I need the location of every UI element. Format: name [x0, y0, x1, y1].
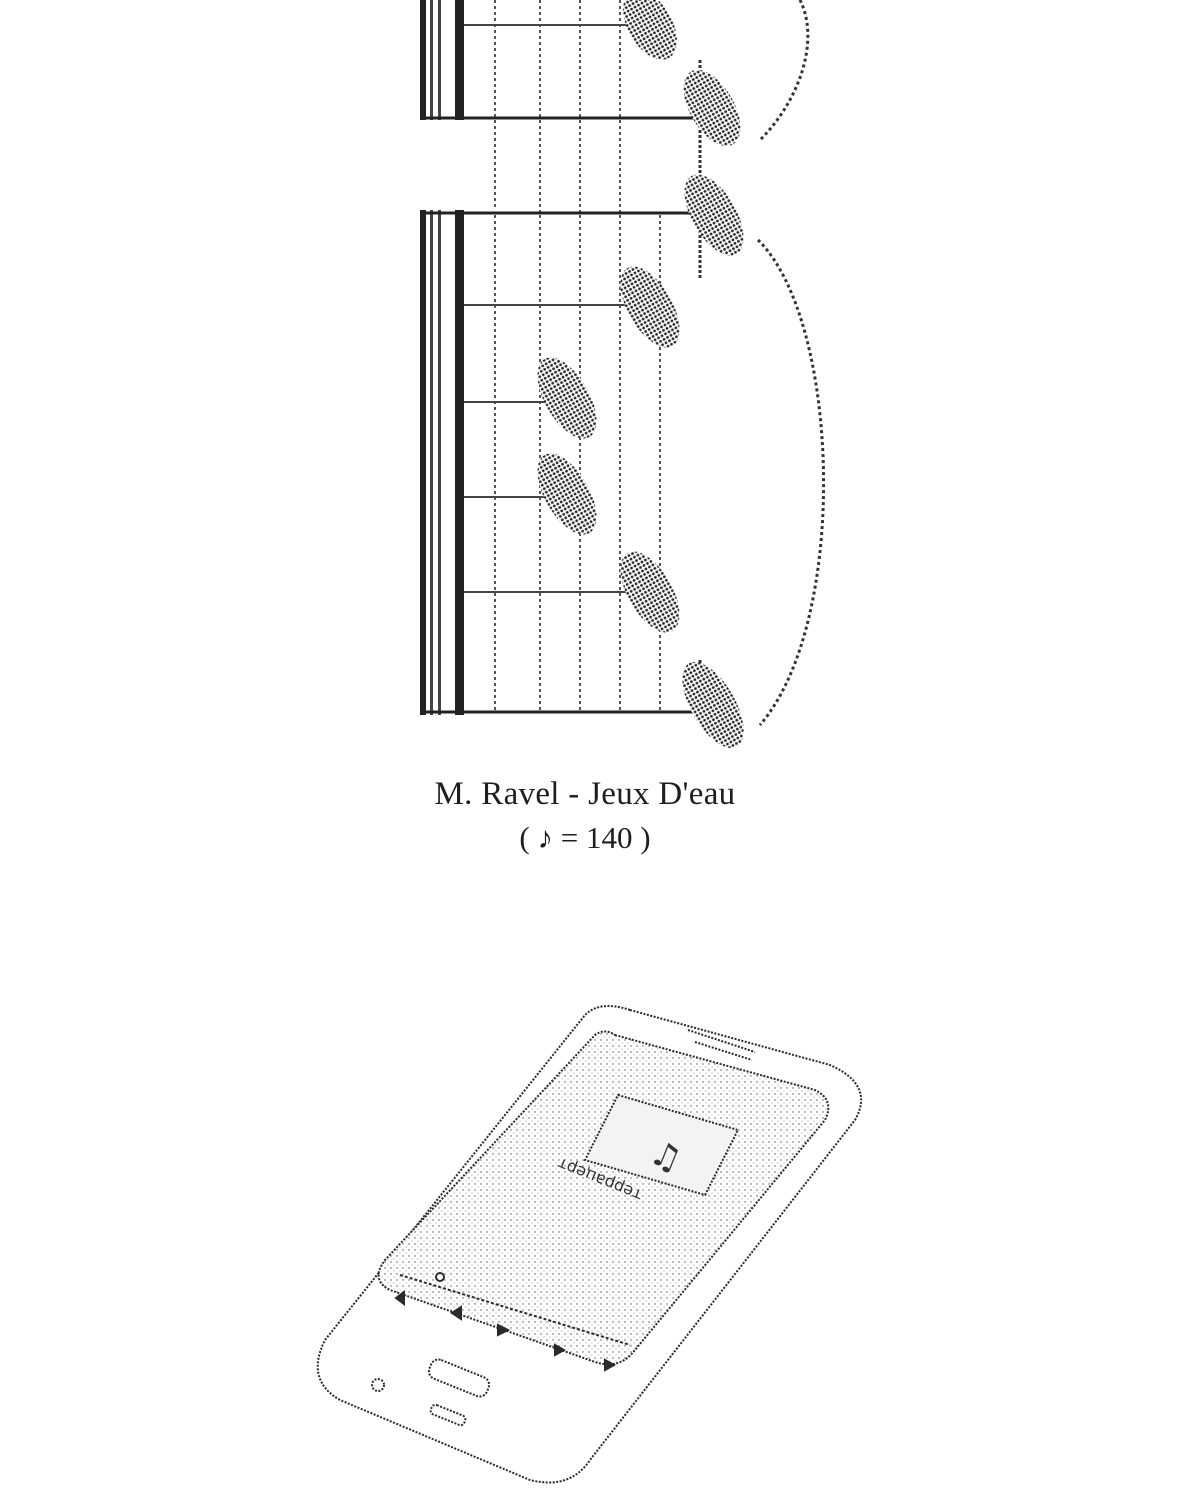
note	[537, 357, 597, 439]
rewind-icon	[450, 1305, 462, 1321]
next-icon	[604, 1358, 617, 1372]
player-controls	[394, 1272, 631, 1372]
bar-lines	[420, 116, 700, 714]
usb-port	[429, 1403, 467, 1427]
note	[684, 174, 744, 256]
play-icon	[497, 1323, 511, 1337]
earpiece	[687, 1029, 756, 1053]
note	[620, 266, 680, 348]
phone-body	[316, 1005, 863, 1484]
note	[537, 453, 597, 535]
keyboard-edge	[420, 0, 464, 715]
smartphone-illustration: ♫ террацерт	[316, 1005, 863, 1484]
home-button	[427, 1358, 491, 1398]
note	[683, 70, 741, 146]
previous-icon	[394, 1290, 405, 1306]
note	[682, 662, 744, 748]
beat-lines	[464, 24, 640, 593]
progress-handle	[435, 1272, 445, 1282]
piece-title: M. Ravel - Jeux D'eau	[434, 776, 736, 812]
note	[620, 551, 680, 633]
slurs	[756, 0, 825, 726]
piano-roll-notes	[537, 0, 744, 748]
phone-screen	[377, 1030, 830, 1366]
album-art: ♫	[583, 1093, 740, 1197]
tempo-marking: ( ♪ = 140 )	[519, 820, 651, 855]
piano-roll-score	[420, 0, 825, 748]
forward-icon	[554, 1343, 567, 1357]
headphone-jack	[371, 1378, 385, 1392]
note	[623, 0, 677, 60]
